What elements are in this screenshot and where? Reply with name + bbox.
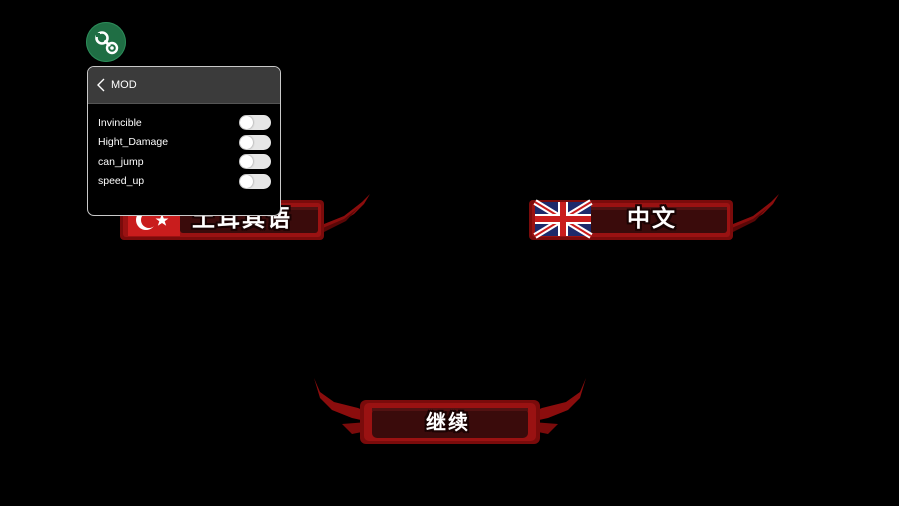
mod-panel-header: MOD xyxy=(88,67,280,104)
mod-option-speed-up: speed_up xyxy=(88,172,280,192)
continue-label: 继续 xyxy=(426,410,470,434)
mod-option-hight-damage: Hight_Damage xyxy=(88,133,280,153)
button-frame xyxy=(529,194,779,240)
chinese-language-label: 中文 xyxy=(627,206,677,232)
mod-menu-toggle-button[interactable] xyxy=(86,22,126,62)
speed-up-toggle[interactable] xyxy=(239,173,271,189)
toggle-knob xyxy=(240,155,253,169)
wrench-gear-icon xyxy=(95,31,119,55)
toggle-knob xyxy=(240,116,253,130)
mod-option-label: can_jump xyxy=(98,155,144,168)
mod-panel-title: MOD xyxy=(111,79,137,91)
back-button[interactable] xyxy=(91,67,111,103)
chinese-language-button[interactable]: 中文 xyxy=(527,192,783,244)
mod-option-label: speed_up xyxy=(98,175,145,188)
invincible-toggle[interactable] xyxy=(239,115,271,131)
toggle-knob xyxy=(240,135,253,149)
chevron-left-icon xyxy=(97,78,105,92)
uk-flag-icon xyxy=(533,199,593,239)
mod-option-label: Hight_Damage xyxy=(98,136,169,149)
mod-option-label: Invincible xyxy=(98,116,142,129)
mod-panel: MOD Invincible Hight_Damage can_jump spe… xyxy=(87,66,281,216)
mod-option-can-jump: can_jump xyxy=(88,152,280,172)
mod-option-list: Invincible Hight_Damage can_jump speed_u… xyxy=(88,104,280,191)
button-frame xyxy=(314,378,586,444)
hight-damage-toggle[interactable] xyxy=(239,134,271,150)
can-jump-toggle[interactable] xyxy=(239,154,271,170)
mod-option-invincible: Invincible xyxy=(88,113,280,133)
continue-button[interactable]: 继续 xyxy=(312,374,588,448)
toggle-knob xyxy=(240,174,253,188)
